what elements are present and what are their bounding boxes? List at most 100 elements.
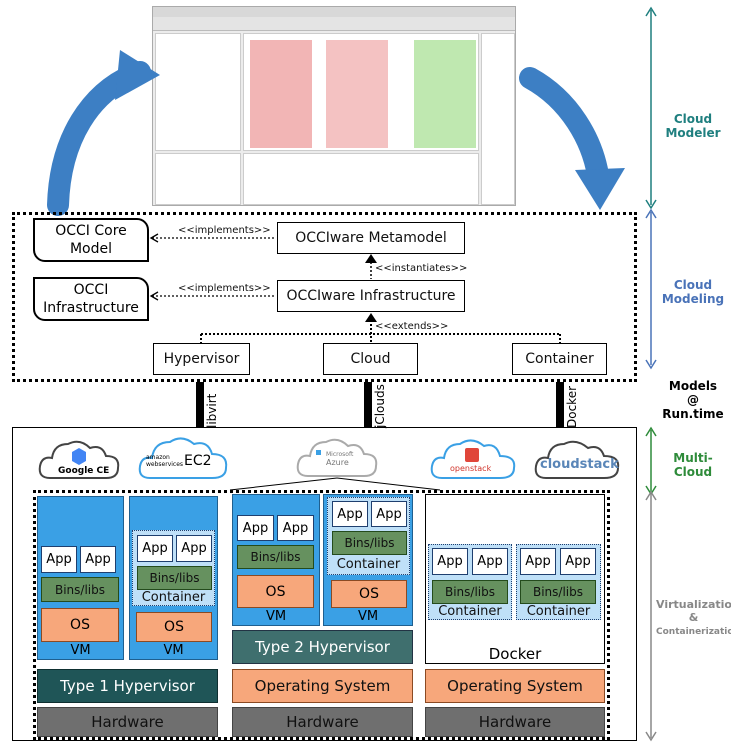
models-runtime-l1: Models [668,379,718,393]
operating-system-bar-2: Operating System [425,669,605,703]
container-box: Container [512,343,607,375]
bins-1: Bins/libs [41,577,119,602]
modeler-screenshot [152,6,516,206]
virtualization-frame [33,490,610,740]
cloud-modeling-frame [12,212,637,382]
screenshot-canvas [243,33,479,151]
operating-system-bar-1: Operating System [232,669,413,703]
google-ce-text: Google CE [58,466,110,476]
hypervisor-box: Hypervisor [153,343,250,375]
cloud-modeling-label: Cloud Modeling [660,278,726,306]
hardware-bar-1: Hardware [37,707,218,737]
screenshot-properties [243,153,479,205]
os-3: OS [237,575,314,608]
cloud-modeling-l2: Modeling [661,292,725,306]
app-3b: App [277,515,314,541]
screenshot-red-zone-2 [326,40,388,148]
arrow-down-right-head [575,168,625,210]
app-1a: App [41,546,77,573]
os-2: OS [136,612,212,642]
cloud-box: Cloud [323,343,418,375]
occi-infrastructure-doc: OCCI Infrastructure [33,277,149,321]
multi-cloud-frame [12,427,637,741]
extends-label: <<extends>> [375,321,449,332]
azure-logo [294,432,378,482]
vm-2-label: VM [163,643,184,658]
cloudstack-text: cloudstack [540,457,619,472]
vm-3-label: VM [265,609,287,624]
instantiates-label: <<instantiates>> [375,263,468,274]
occi-core-line1: OCCI Core [55,223,127,239]
type1-hypervisor-bar: Type 1 Hypervisor [37,669,218,703]
implements-label-1: <<implements>> [178,225,271,236]
multi-cloud-label: Multi-Cloud [673,451,713,479]
occiware-infrastructure-box: OCCIware Infrastructure [277,280,465,312]
occi-core-model-doc: OCCI Core Model [33,218,149,262]
virtualization-l1: Virtualization [656,598,731,611]
cloud-modeler-l1: Cloud [673,112,713,126]
cloud-modeler-l2: Modeler [665,126,721,140]
amazon-small-text: amazon webservices [146,454,184,468]
virtualization-l2: & [688,611,699,624]
docker-engine-label: Docker [488,645,542,663]
screenshot-palette [481,33,515,205]
bins-6: Bins/libs [520,580,596,604]
bins-3: Bins/libs [237,545,314,569]
models-runtime-l3: Run.time [662,407,724,421]
container-2-label: Container [336,557,401,572]
screenshot-toolbar [153,17,515,31]
app-3a: App [237,515,274,541]
screenshot-green-zone [414,40,476,148]
implements-label-2: <<implements>> [178,283,271,294]
vm-1-label: VM [70,643,91,658]
models-runtime-label: Models @ Run.time [660,379,726,421]
app-6a: App [520,548,556,575]
amazon-ec2-text: EC2 [184,453,212,469]
app-1b: App [80,546,116,573]
bins-4: Bins/libs [332,531,407,555]
hardware-bar-3: Hardware [425,707,605,737]
app-2a: App [137,535,173,562]
hardware-bar-2: Hardware [232,707,413,737]
app-5b: App [472,548,508,575]
container-3-label: Container [438,604,502,619]
openstack-logo [428,432,518,484]
relations-svg [149,233,561,343]
screenshot-red-zone-1 [250,40,312,148]
azure-text: Azure [326,458,349,467]
bins-5: Bins/libs [432,580,508,604]
cloud-modeling-l1: Cloud [673,278,713,292]
type2-hypervisor-bar: Type 2 Hypervisor [232,630,413,664]
occi-core-line2: Model [69,241,113,257]
cloud-modeler-label: Cloud Modeler [660,112,726,140]
app-5a: App [432,548,468,575]
app-4a: App [332,501,368,527]
screenshot-titlebar [153,7,515,17]
occiware-metamodel-box: OCCIware Metamodel [277,222,465,254]
container-1-label: Container [141,590,206,605]
os-1: OS [41,608,119,642]
jclouds-connector [364,382,372,428]
screenshot-outline [155,153,241,205]
occi-infra-line2: Infrastructure [43,300,139,316]
vm-4-label: VM [357,609,379,624]
openstack-text: openstack [450,464,492,473]
app-4b: App [371,501,407,527]
libvirt-connector [196,382,204,428]
virtualization-label: Virtualization & Containerization [656,598,731,637]
container-4-label: Container [526,604,591,619]
docker-connector [556,382,564,428]
app-2b: App [176,535,212,562]
app-6b: App [560,548,596,575]
virtualization-l3: Containerization [656,627,731,637]
arrow-down-right [519,67,609,186]
azure-small-text: Microsoft [326,451,354,458]
cloudstack-logo [532,434,622,484]
screenshot-explorer [155,33,241,151]
arrow-up-left-head [115,50,160,100]
occi-infra-line1: OCCI [73,282,109,298]
google-ce-logo [36,434,122,484]
models-runtime-l2: @ [687,393,699,407]
